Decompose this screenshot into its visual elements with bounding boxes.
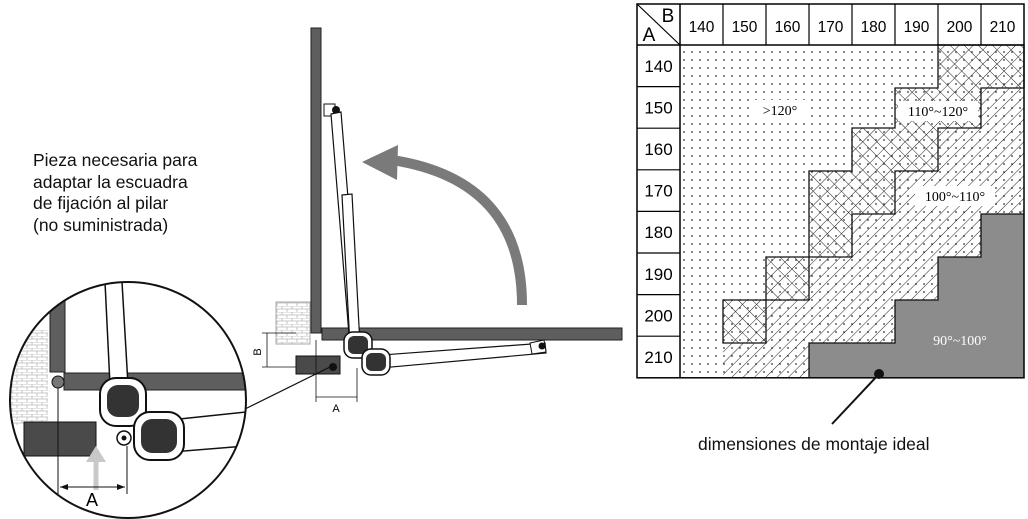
column-header-b: 200 (947, 19, 973, 36)
zone-label-110-120: 110°~120° (908, 105, 968, 120)
column-header-b: 190 (904, 19, 930, 36)
opening-arrow (391, 155, 527, 306)
zoom-dimension-a-label: A (86, 490, 98, 510)
column-header-b: 150 (732, 19, 758, 36)
zone-label-90-100: 90°~100° (933, 334, 987, 349)
zone-100-110 (723, 88, 1024, 377)
note-line: Pieza necesaria para (33, 150, 198, 170)
ideal-mounting-caption: dimensiones de montaje ideal (698, 434, 930, 454)
pillar (275, 301, 311, 345)
zoom-detail: A (9, 281, 247, 519)
gate-leaf-closed (321, 327, 623, 341)
row-header-a: 160 (644, 140, 672, 159)
column-header-b: 160 (775, 19, 801, 36)
mounting-piece-note: Pieza necesaria para adaptar la escuadra… (33, 150, 263, 236)
zoom-circle-border (9, 281, 247, 519)
actuator-open (330, 111, 373, 359)
zone-label-over-120: >120° (763, 104, 798, 119)
zoom-gate-leaf-open (49, 282, 66, 373)
opening-arrowhead (362, 145, 398, 180)
corner-label-a: A (643, 25, 656, 46)
column-header-b: 180 (861, 19, 887, 36)
corner-label-b: B (662, 6, 675, 27)
dimension-b-label: B (252, 348, 264, 355)
gate-assembly: B A (242, 27, 623, 415)
note-line: (no suministrada) (33, 214, 169, 235)
gate-leaf-open (310, 27, 322, 334)
mounting-bracket (295, 355, 341, 375)
row-header-a: 150 (644, 98, 672, 117)
dimension-a (315, 340, 358, 402)
row-header-a: 200 (644, 306, 672, 325)
actuator-closed (329, 339, 547, 376)
zoom-mounting-bracket (23, 421, 97, 457)
row-header-a: 190 (644, 265, 672, 284)
zoom-callout-line (242, 365, 333, 411)
row-header-a: 140 (644, 57, 672, 76)
note-line: de fijación al pilar (33, 193, 169, 213)
zoom-pillar (10, 330, 48, 425)
row-header-a: 210 (644, 348, 672, 367)
row-header-a: 180 (644, 223, 672, 242)
column-header-b: 210 (990, 19, 1016, 36)
dimension-a-label: A (332, 403, 340, 415)
zoom-gate-leaf-closed (63, 372, 246, 391)
column-header-b: 170 (818, 19, 844, 36)
caption-pointer-line (831, 373, 880, 425)
column-header-b: 140 (689, 19, 715, 36)
zone-label-100-110: 100°~110° (925, 190, 985, 205)
row-header-a: 170 (644, 182, 672, 201)
mounting-dimensions-table: BA 140 150 160 170 180 190 200 210 140 150 160 170 18… (636, 3, 1025, 425)
dimension-b (262, 332, 296, 368)
zone-ideal-90-100 (809, 214, 1024, 377)
note-line: adaptar la escuadra (33, 171, 188, 192)
